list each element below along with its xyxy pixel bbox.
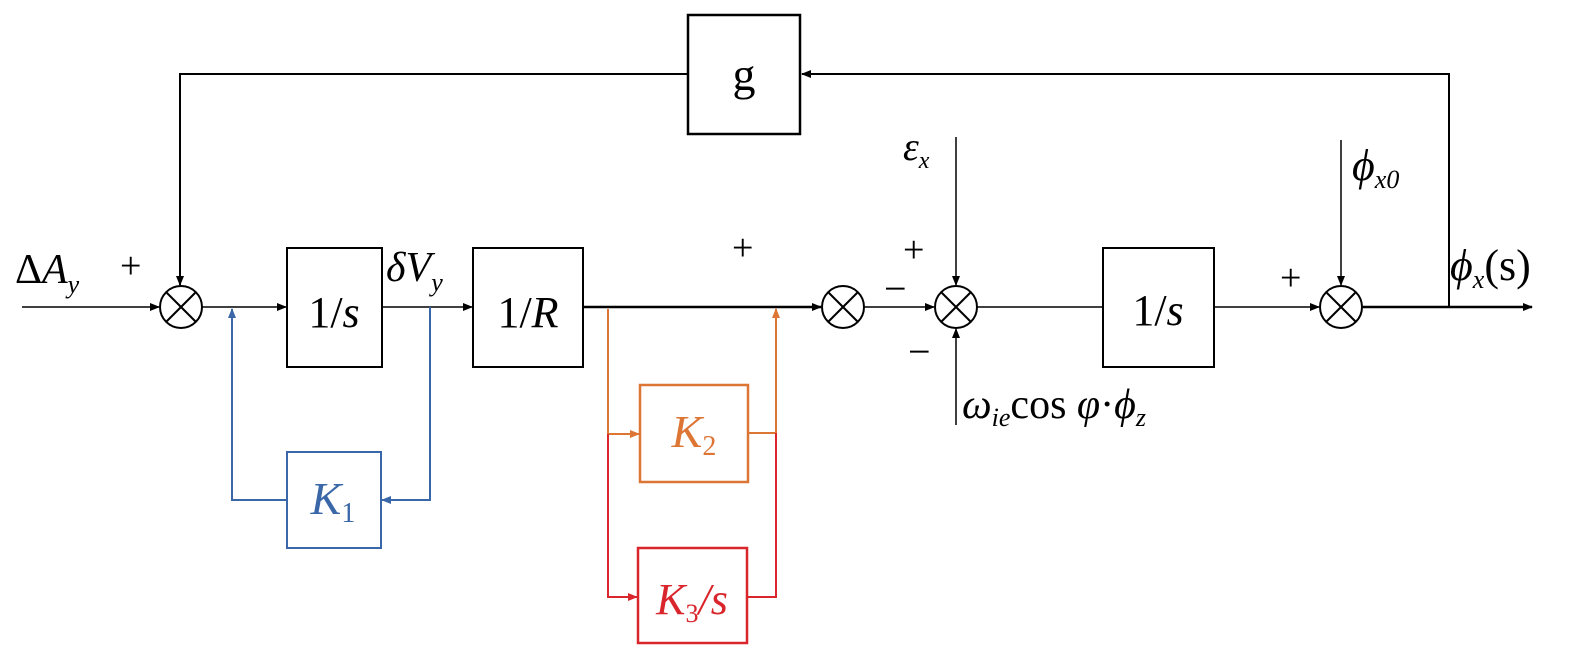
sum3-left-sign: − bbox=[884, 266, 907, 311]
block-k1: K1 bbox=[286, 451, 382, 549]
integrator-2-label: 1/s bbox=[1132, 286, 1183, 335]
external-input-arrows bbox=[952, 137, 1345, 425]
k3-branch-path bbox=[607, 433, 777, 601]
input-delta-a-y-label: ΔAy bbox=[15, 247, 80, 299]
velocity-error-label: δVy bbox=[386, 245, 443, 297]
sum3-top-sign: + bbox=[903, 229, 924, 271]
gravity-feedback-path bbox=[176, 70, 1450, 307]
k2-label: K2 bbox=[671, 406, 717, 462]
block-integrator-2: 1/s bbox=[1102, 247, 1215, 368]
block-g: g bbox=[686, 13, 802, 136]
sum1-left-sign: + bbox=[120, 245, 141, 287]
sum2-top-sign: + bbox=[732, 227, 753, 269]
output-phi-x-label: ϕx(s) bbox=[1450, 241, 1531, 294]
summing-junction-2 bbox=[821, 285, 865, 329]
phi-x0-label: ϕx0 bbox=[1352, 141, 1399, 194]
block-integrator-1: 1/s bbox=[286, 247, 383, 368]
summing-junction-1 bbox=[159, 285, 203, 329]
block-gain-1-over-r: 1/R bbox=[472, 247, 584, 368]
omega-coupling-label: ωiecos φ·ϕz bbox=[962, 382, 1146, 432]
epsilon-x-label: εx bbox=[903, 124, 930, 174]
block-k3-over-s: K3/s bbox=[636, 546, 749, 645]
k1-feedback-path bbox=[228, 307, 431, 504]
gain-1-over-r-label: 1/R bbox=[497, 288, 558, 337]
k1-label: K1 bbox=[310, 473, 356, 529]
summing-junction-4 bbox=[1319, 285, 1363, 329]
block-k2: K2 bbox=[638, 383, 750, 484]
sum4-left-sign: + bbox=[1280, 257, 1301, 299]
integrator-1-label: 1/s bbox=[308, 288, 359, 337]
sum3-bottom-sign: − bbox=[908, 329, 931, 374]
k3-over-s-label: K3/s bbox=[655, 575, 728, 628]
block-g-label: g bbox=[733, 49, 756, 100]
summing-junction-3 bbox=[934, 285, 978, 329]
